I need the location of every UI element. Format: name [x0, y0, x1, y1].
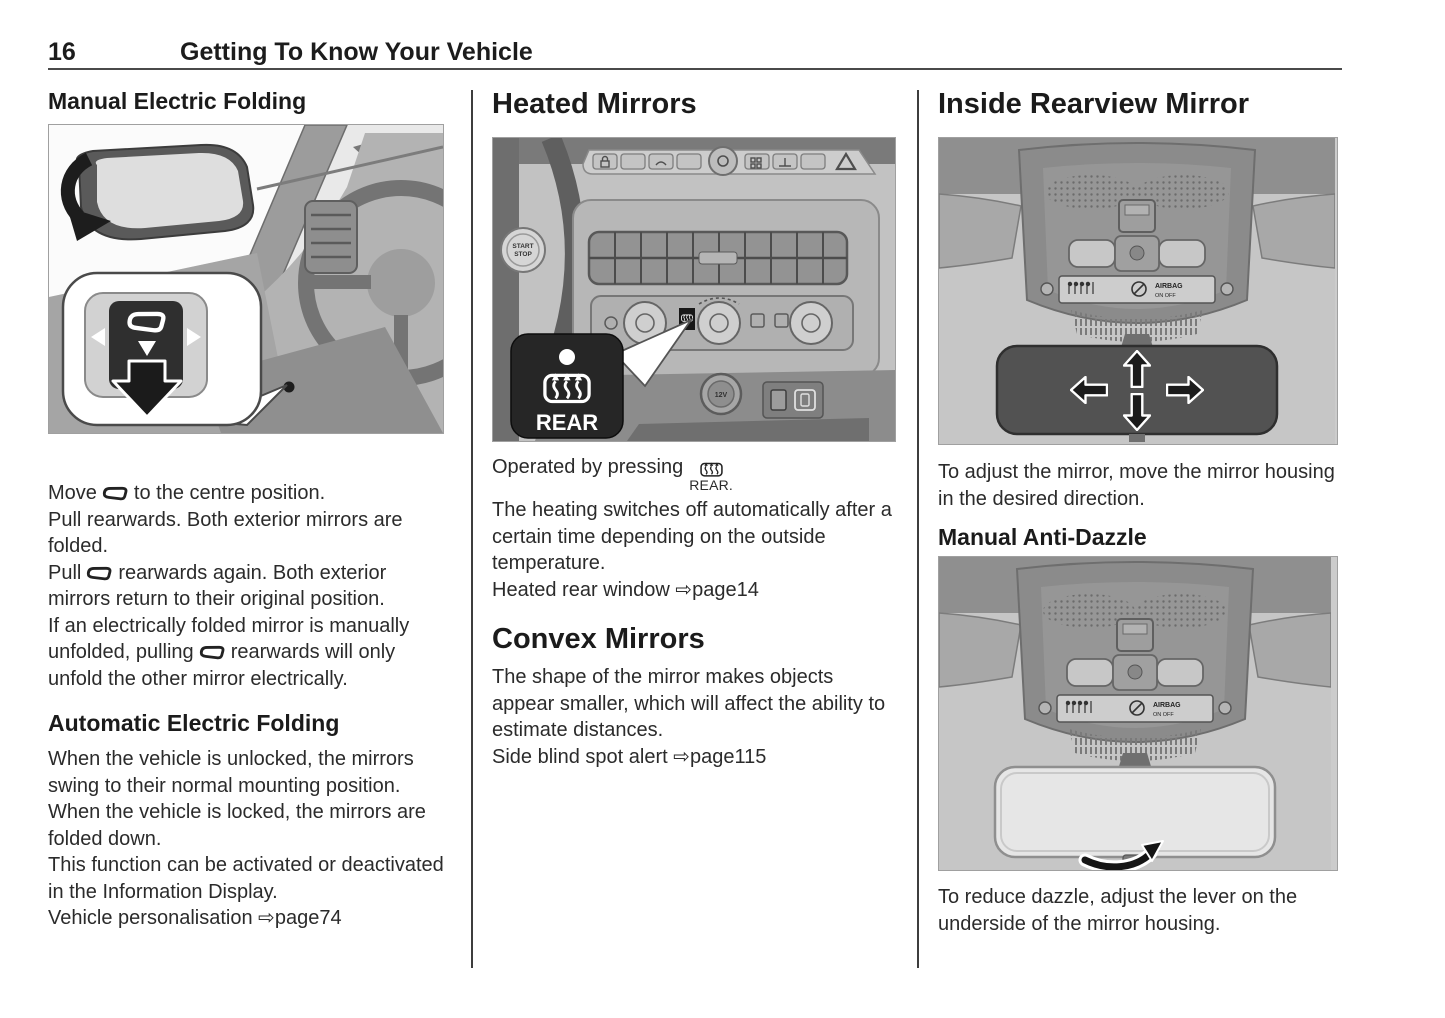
column-1: Manual Electric Folding — [48, 88, 504, 932]
inside-rearview-mirror-illustration: AIRBAG ON OFF — [938, 137, 1338, 445]
column-divider — [917, 90, 919, 968]
chapter-title: Getting To Know Your Vehicle — [180, 38, 533, 66]
rear-callout-label: REAR — [536, 410, 598, 435]
centre-console-scene: START STOP — [493, 134, 895, 441]
airbag-switch-label: ON OFF — [1153, 712, 1174, 718]
paragraph: To adjust the mirror, move the mirror ho… — [938, 461, 1335, 510]
lever-arrow-icon — [1078, 840, 1164, 874]
text-run: Operated by pressing — [492, 456, 684, 478]
section-heading-manual-electric-folding: Manual Electric Folding — [48, 88, 307, 114]
column-divider — [471, 90, 473, 968]
text-run: If an electrically folded mirror is manu… — [48, 614, 410, 664]
exterior-mirror-icon — [199, 644, 226, 661]
text-run: rearwards will only unfold the other mir… — [48, 641, 396, 690]
text-run: to the centre position. — [133, 482, 326, 504]
manual-electric-folding-illustration — [48, 124, 504, 434]
text-run: Move — [48, 482, 97, 504]
airbag-switch-label: ON OFF — [1155, 293, 1176, 299]
page-reference: Side blind spot alert ⇨page115 — [492, 745, 767, 768]
column-2: Heated Mirrors — [492, 88, 896, 770]
text-run: Pull — [48, 561, 82, 584]
section-heading-heated-mirrors: Heated Mirrors — [492, 88, 697, 120]
section-heading-automatic-electric-folding: Automatic Electric Folding — [48, 710, 340, 736]
page-number: 16 — [48, 38, 76, 66]
start-stop-button-label-line1: START — [512, 243, 533, 250]
column-3: Inside Rearview Mirror — [938, 88, 1338, 937]
paragraph: To reduce dazzle, adjust the lever on th… — [938, 886, 1298, 935]
rear-button-callout — [510, 333, 624, 439]
paragraph: When the vehicle is locked, the mirrors … — [48, 801, 426, 850]
paragraph: This function can be activated or deacti… — [48, 854, 444, 903]
page-reference: Heated rear window ⇨page14 — [492, 578, 759, 601]
header-rule — [48, 68, 1342, 70]
paragraph: Pull rearwards. Both exterior mirrors ar… — [48, 508, 403, 558]
page-reference: Vehicle personalisation ⇨page74 — [48, 907, 342, 929]
down-arrow-icon — [111, 359, 183, 419]
paragraph: The heating switches off automatically a… — [492, 499, 892, 574]
exterior-mirror-icon — [86, 565, 113, 582]
paragraph: When the vehicle is unlocked, the mirror… — [48, 748, 414, 797]
rearview-mirror-scene: AIRBAG ON OFF — [938, 138, 1336, 444]
text-run: rearwards again. Both exterior mirrors r… — [48, 561, 387, 611]
section-heading-inside-rearview-mirror: Inside Rearview Mirror — [938, 88, 1250, 120]
section-heading-convex-mirrors: Convex Mirrors — [492, 623, 705, 655]
heated-rear-window-symbol-label: REAR. — [689, 477, 734, 493]
airbag-label: AIRBAG — [1153, 702, 1181, 709]
start-stop-button-label-line2: STOP — [514, 251, 532, 258]
exterior-mirror-icon — [102, 485, 129, 502]
section-heading-manual-anti-dazzle: Manual Anti-Dazzle — [938, 524, 1147, 550]
paragraph: The shape of the mirror makes objects ap… — [492, 666, 886, 741]
paragraph: If an electrically folded mirror is manu… — [48, 613, 444, 693]
paragraph: Move to the centre position. — [48, 480, 444, 507]
airbag-label: AIRBAG — [1155, 283, 1183, 290]
heated-mirrors-illustration: START STOP — [492, 134, 896, 442]
mirror-switch-scene — [49, 124, 504, 433]
heated-rear-window-icon: REAR. — [689, 460, 733, 492]
manual-anti-dazzle-illustration: AIRBAG ON OFF — [938, 556, 1338, 874]
anti-dazzle-mirror-scene: AIRBAG ON OFF — [938, 557, 1332, 874]
socket-12v-label: 12V — [715, 392, 728, 399]
